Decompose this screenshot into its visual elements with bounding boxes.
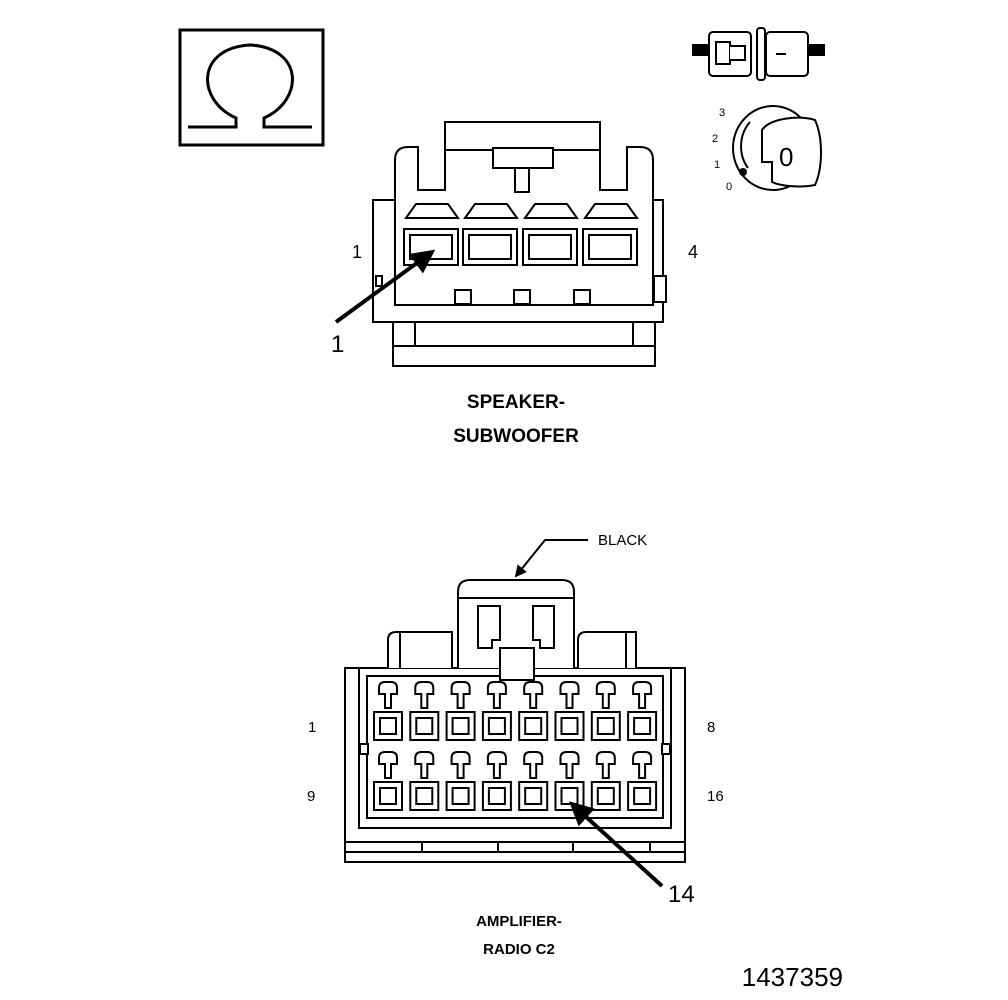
amplifier-connector-name-line1: AMPLIFIER-: [476, 913, 562, 930]
amplifier-row2-first-label: 9: [307, 788, 315, 805]
ohm-icon: [178, 28, 325, 147]
speaker-callout-label: 1: [331, 331, 344, 358]
speaker-cavity-3: [522, 203, 579, 266]
amplifier-row2-last-label: 16: [707, 788, 724, 805]
ignition-position-2: 2: [712, 133, 718, 145]
speaker-callout-arrow: [334, 249, 436, 324]
amplifier-pin-cavity-6: [554, 681, 585, 741]
amplifier-pin-cavity-4: [481, 681, 512, 741]
amplifier-pin-cavity-7: [590, 681, 621, 741]
color-callout-line: [514, 539, 588, 578]
speaker-cavity-4: [582, 203, 639, 266]
color-callout-label: BLACK: [598, 532, 647, 549]
amplifier-pin-cavity-13: [518, 751, 549, 811]
figure-number: 1437359: [742, 962, 843, 992]
amplifier-pin-cavity-14: [554, 751, 585, 811]
speaker-connector-name-line1: SPEAKER-: [467, 392, 565, 413]
ignition-position-0: 0: [726, 181, 732, 193]
amplifier-pin-cavities: [373, 681, 658, 811]
amplifier-pin-cavity-16: [627, 751, 658, 811]
speaker-subwoofer-connector: [372, 121, 667, 367]
amplifier-pin-cavity-11: [445, 751, 476, 811]
amplifier-callout-arrow: [569, 801, 664, 888]
test-probe-icon: [692, 27, 825, 81]
ignition-key-icon: 0 3 2 1 0: [712, 105, 823, 193]
speaker-pin-last-label: 4: [688, 242, 698, 262]
amplifier-pin-cavity-3: [445, 681, 476, 741]
amplifier-pin-cavity-1: [373, 681, 403, 741]
amplifier-pin-cavity-2: [409, 681, 440, 741]
amplifier-pin-cavity-12: [481, 751, 512, 811]
speaker-connector-name-line2: SUBWOOFER: [453, 426, 579, 447]
amplifier-pin-cavity-15: [590, 751, 621, 811]
amplifier-pin-cavity-5: [518, 681, 549, 741]
ignition-position-1: 1: [714, 159, 720, 171]
ignition-key-value: 0: [779, 142, 793, 172]
amplifier-connector-name-line2: RADIO C2: [483, 941, 555, 958]
amplifier-row1-last-label: 8: [707, 719, 715, 736]
amplifier-radio-c2-connector: [344, 579, 686, 863]
amplifier-callout-label: 14: [668, 881, 695, 908]
amplifier-pin-cavity-8: [627, 681, 658, 741]
speaker-cavity-2: [462, 203, 519, 266]
amplifier-pin-cavity-9: [373, 751, 403, 811]
amplifier-pin-cavity-10: [409, 751, 440, 811]
ignition-position-3: 3: [719, 107, 725, 119]
speaker-pin-first-label: 1: [352, 242, 362, 262]
amplifier-row1-first-label: 1: [308, 719, 316, 736]
